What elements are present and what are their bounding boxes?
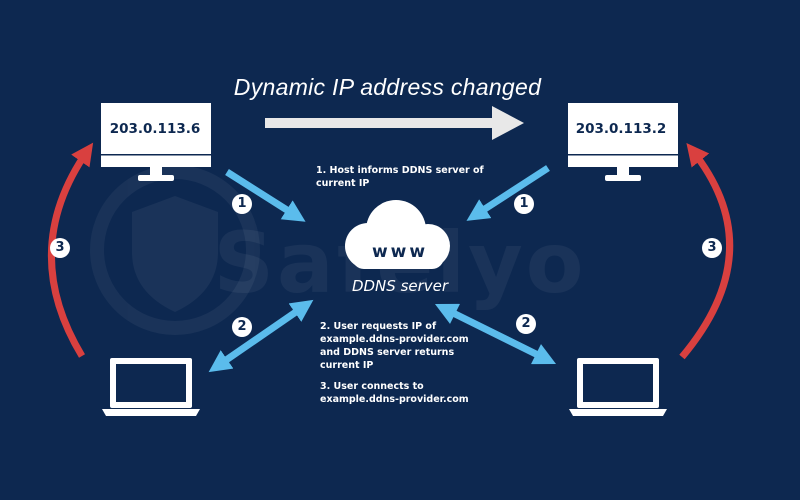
badge-step2-left: 2 (232, 317, 252, 337)
step1-description: 1. Host informs DDNS server of current I… (316, 165, 484, 189)
cloud-www-label: www (371, 242, 429, 262)
watermark-text: Safelyo (213, 214, 587, 312)
laptop-right (569, 358, 667, 416)
ip-changed-arrow (265, 106, 524, 140)
step3-description: 3. User connects to example.ddns-provide… (320, 381, 469, 405)
cloud-icon (345, 200, 450, 269)
ip-address-left: 203.0.113.6 (109, 121, 201, 137)
arrow-step2-left (208, 299, 314, 373)
arrow-step1-left (225, 169, 306, 222)
shield-lock-icon (90, 165, 260, 335)
diagram-title: Dynamic IP address changed (233, 74, 542, 100)
badge-step2-right: 2 (516, 314, 536, 334)
step2-description: 2. User requests IP of example.ddns-prov… (320, 321, 469, 371)
badge-step3-right: 3 (702, 238, 722, 258)
laptop-left (102, 358, 200, 416)
monitor-right (568, 103, 678, 181)
monitor-left (101, 103, 211, 181)
ddns-server-label: DDNS server (351, 277, 449, 295)
badge-step3-left: 3 (50, 238, 70, 258)
arrow-step2-right (434, 303, 557, 365)
arrow-step1-right (466, 165, 550, 221)
ip-address-right: 203.0.113.2 (575, 121, 667, 137)
arrow-step3-right (679, 143, 733, 360)
badge-step1-left: 1 (232, 194, 252, 214)
badge-step1-right: 1 (514, 194, 534, 214)
